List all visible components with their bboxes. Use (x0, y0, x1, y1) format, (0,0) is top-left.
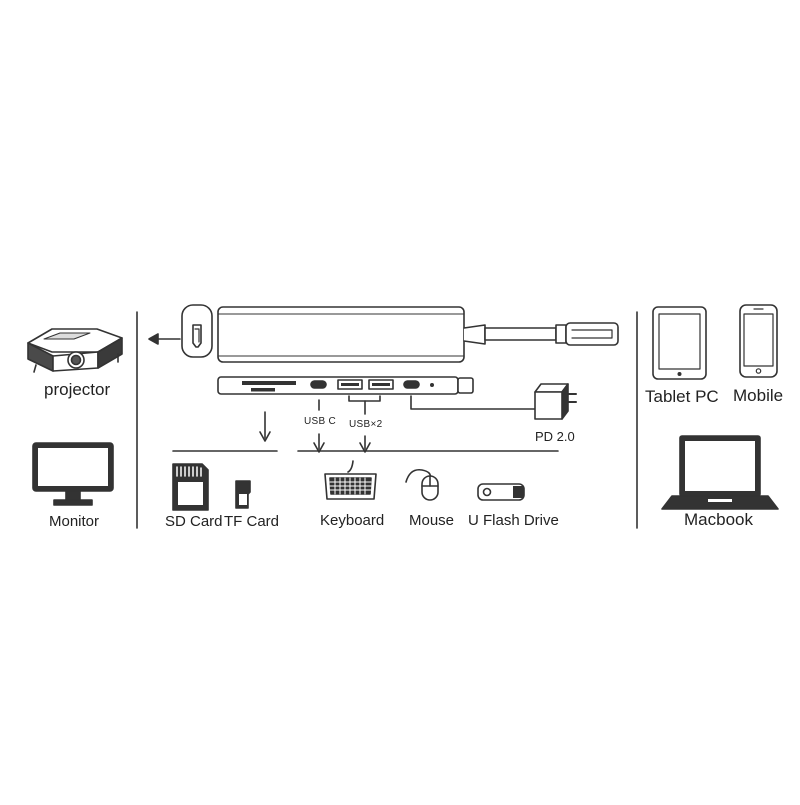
usb-hub-body (217, 306, 619, 363)
label-tablet: Tablet PC (645, 387, 719, 406)
monitor-icon (32, 442, 114, 506)
mouse-icon (405, 468, 439, 501)
flash-drive-icon (477, 483, 525, 501)
keyboard-icon (324, 460, 377, 500)
label-flash-drive: U Flash Drive (468, 512, 559, 529)
label-sd-card: SD Card (165, 513, 223, 530)
usb-hub-port-side (217, 376, 474, 395)
tablet-icon (652, 306, 707, 380)
label-keyboard: Keyboard (320, 512, 385, 529)
port-arrows (259, 395, 541, 453)
label-usb-x2: USB×2 (349, 419, 383, 430)
label-tf-card: TF Card (224, 513, 280, 530)
label-projector: projector (44, 380, 111, 399)
mobile-icon (739, 304, 778, 378)
hdmi-connector-icon (181, 304, 213, 358)
label-usb-c: USB C (304, 416, 337, 427)
label-mobile: Mobile (733, 386, 784, 405)
arrow-to-projector (148, 333, 181, 345)
label-pd: PD 2.0 (535, 429, 575, 444)
power-adapter-icon (534, 383, 577, 420)
label-macbook: Macbook (684, 510, 753, 529)
sd-card-icon (172, 463, 209, 511)
laptop-icon (661, 435, 779, 510)
label-mouse: Mouse (409, 512, 455, 529)
tf-card-icon (235, 480, 251, 509)
projector-icon (27, 328, 123, 373)
label-monitor: Monitor (49, 513, 100, 530)
